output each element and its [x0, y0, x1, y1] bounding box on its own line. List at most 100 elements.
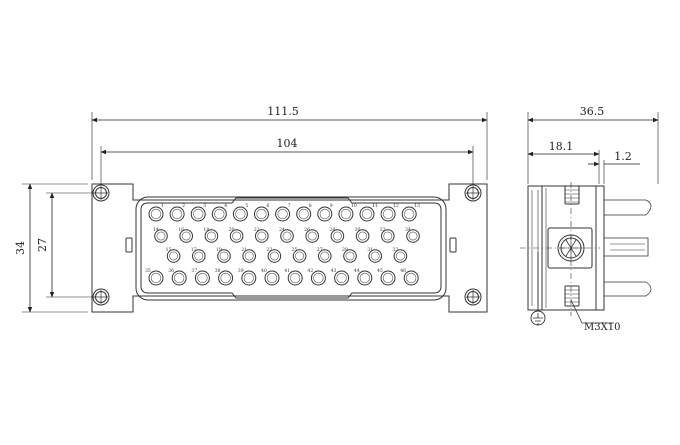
contact-pin-bottom: 38 — [215, 268, 234, 286]
pin-number-label: 46 — [400, 268, 406, 274]
contact-pin-bottom: 40 — [261, 268, 280, 286]
contact-pin-bottom: 42 — [307, 268, 326, 286]
pin-number-label: 43 — [331, 268, 337, 274]
pin-number-label: 39 — [238, 268, 244, 274]
contact-pin-middle: 23 — [266, 247, 282, 263]
mounting-hole-top-left — [92, 184, 110, 202]
contact-pin-top: 8 — [296, 203, 312, 222]
contact-pin-top: 5 — [232, 203, 248, 222]
contact-pin-middle: 18 — [203, 227, 219, 243]
pin-number-label: 3 — [203, 203, 206, 209]
pin-number-label: 45 — [377, 268, 383, 274]
pin-number-label: 26 — [304, 227, 310, 233]
pin-number-label: 17 — [191, 247, 197, 253]
contact-pin-top: 3 — [190, 203, 206, 222]
front-view — [91, 183, 488, 313]
contact-pin-bottom: 37 — [191, 268, 210, 286]
pin-number-label: 7 — [288, 203, 291, 209]
contact-pin-bottom: 36 — [168, 268, 187, 286]
pin-number-label: 38 — [215, 268, 221, 274]
pin-number-label: 44 — [354, 268, 360, 274]
contact-pin-middle: 15 — [166, 247, 181, 263]
contact-pin-middle: 14 — [153, 227, 168, 243]
contact-pin-middle: 19 — [216, 247, 231, 263]
contact-pin-middle: 27 — [317, 247, 332, 263]
contact-pin-middle: 20 — [229, 227, 244, 243]
pin-number-label: 40 — [261, 268, 267, 274]
pin-number-label: 12 — [393, 203, 399, 209]
pin-number-label: 4 — [224, 203, 227, 209]
pin-number-label: 8 — [309, 203, 312, 209]
contact-pin-bottom: 41 — [284, 268, 303, 286]
dim-hole-spacing-label: 104 — [277, 137, 298, 150]
pin-number-label: 14 — [153, 227, 159, 233]
mounting-hole-top-right — [464, 184, 482, 202]
dim-overall-width-label: 111.5 — [267, 105, 299, 118]
screw-spec-label: M3X10 — [584, 322, 620, 333]
contact-pin-top: 7 — [275, 203, 291, 222]
ground-symbol-icon — [530, 252, 546, 326]
contact-pin-middle: 24 — [279, 227, 294, 243]
pin-number-label: 28 — [329, 227, 335, 233]
pin-number-label: 2 — [182, 203, 185, 209]
pin-number-label: 35 — [145, 268, 151, 274]
dim-overall-height-label: 34 — [14, 241, 27, 255]
contact-pin-middle: 30 — [355, 227, 370, 243]
pin-number-label: 10 — [351, 203, 357, 209]
front-dimensions — [22, 112, 488, 313]
pin-number-label: 31 — [367, 247, 373, 253]
pin-number-label: 23 — [266, 247, 272, 253]
pin-number-label: 41 — [284, 268, 290, 274]
pin-number-label: 21 — [241, 247, 247, 253]
front-insert-inner-contour — [140, 197, 442, 299]
contact-pin-middle: 33 — [392, 247, 408, 263]
pin-number-label: 24 — [279, 227, 285, 233]
contact-pin-middle: 34 — [405, 227, 420, 243]
pin-number-label: 5 — [245, 203, 248, 209]
pin-number-label: 32 — [380, 227, 386, 233]
pin-number-label: 34 — [405, 227, 411, 233]
side-view — [520, 182, 652, 316]
pin-number-label: 13 — [414, 203, 420, 209]
screw-spec-leader — [570, 299, 614, 324]
side-top-screw — [564, 185, 580, 205]
contact-pin-bottom: 44 — [354, 268, 373, 286]
contact-pin-top: 4 — [211, 203, 227, 222]
coding-slot-left — [125, 237, 133, 253]
contact-pin-top: 10 — [338, 203, 357, 222]
contact-pin-middle: 16 — [178, 227, 193, 243]
pin-number-label: 18 — [203, 227, 209, 233]
contact-pin-top: 12 — [380, 203, 399, 222]
pin-number-label: 16 — [178, 227, 184, 233]
side-dimensions — [527, 112, 659, 184]
pin-number-label: 29 — [342, 247, 348, 253]
pin-number-label: 11 — [372, 203, 378, 209]
pin-number-label: 15 — [166, 247, 172, 253]
coding-slot-right — [449, 237, 457, 253]
pin-number-label: 22 — [254, 227, 260, 233]
pin-number-label: 27 — [317, 247, 323, 253]
pin-number-label: 6 — [267, 203, 270, 209]
pin-number-label: 1 — [161, 203, 164, 209]
contact-pin-middle: 17 — [191, 247, 206, 263]
mounting-hole-bottom-right — [464, 288, 482, 306]
pin-number-label: 25 — [292, 247, 298, 253]
contact-pin-bottom: 43 — [331, 268, 350, 286]
contact-pin-middle: 29 — [342, 247, 357, 263]
dim-side-depth-label: 36.5 — [580, 105, 605, 118]
contact-pin-middle: 25 — [292, 247, 307, 263]
contact-pin-middle: 31 — [367, 247, 383, 263]
contact-pin-bottom: 45 — [377, 268, 396, 286]
contact-pin-middle: 22 — [254, 227, 269, 243]
contact-pin-top: 9 — [317, 203, 333, 222]
contact-pin-top: 6 — [254, 203, 270, 222]
dim-side-offset-label: 18.1 — [549, 140, 574, 153]
side-bottom-screw — [564, 285, 580, 307]
contact-pin-middle: 21 — [241, 247, 256, 263]
contact-pin-middle: 28 — [329, 227, 345, 243]
pin-number-label: 20 — [229, 227, 235, 233]
contact-pin-top: 13 — [401, 203, 420, 222]
pin-number-label: 36 — [168, 268, 174, 274]
pin-number-label: 19 — [216, 247, 222, 253]
